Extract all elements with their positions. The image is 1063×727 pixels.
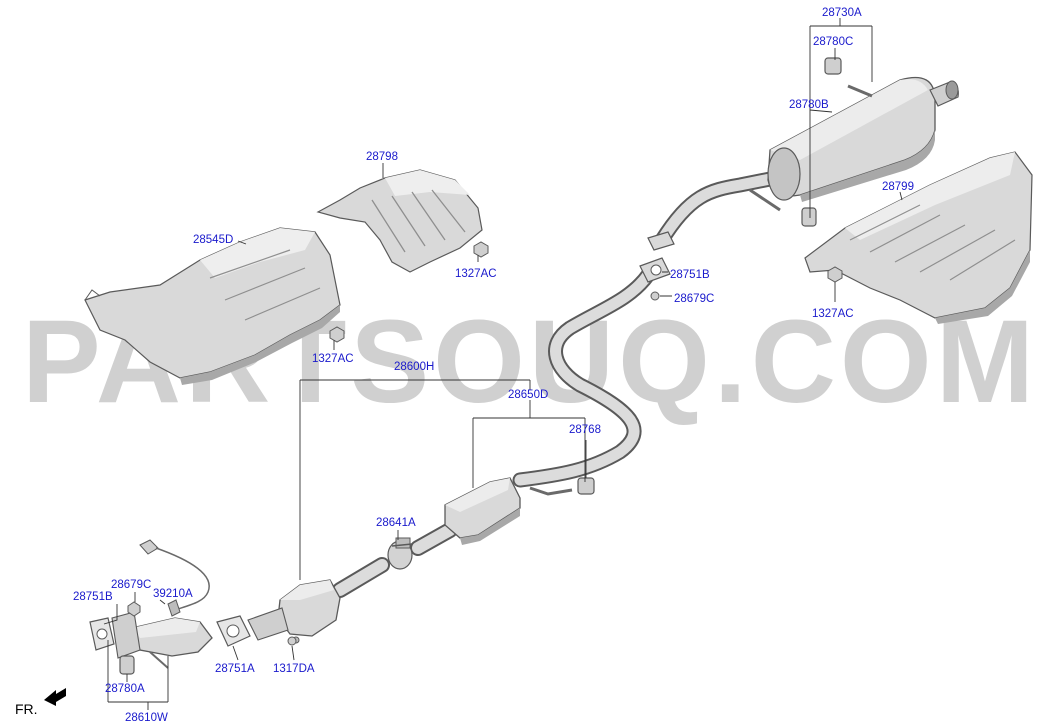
nut-1327AC-left[interactable] [329, 326, 345, 343]
label-28780B-rear[interactable]: 28780B [789, 99, 829, 111]
leader-lines [103, 18, 903, 710]
label-28679C-front[interactable]: 28679C [111, 579, 151, 591]
label-28751A[interactable]: 28751A [215, 663, 255, 675]
rubber-hanger-28780A[interactable] [119, 655, 135, 675]
exhaust-pipe-assembly[interactable] [332, 167, 798, 598]
label-1327AC-upper[interactable]: 1327AC [455, 268, 497, 280]
label-28610W[interactable]: 28610W [125, 712, 168, 724]
front-catalytic-converter[interactable] [247, 579, 341, 644]
label-28650D[interactable]: 28650D [508, 389, 548, 401]
nut-1327AC-right[interactable] [827, 266, 843, 283]
gasket-28751B-front[interactable] [89, 617, 115, 651]
bolt-1317DA[interactable] [287, 636, 297, 646]
oxygen-sensor[interactable] [139, 539, 210, 617]
rubber-hanger-28768[interactable] [577, 477, 595, 495]
rubber-hanger-28780B[interactable] [801, 207, 817, 227]
pipe-clamp[interactable] [387, 537, 413, 570]
heat-shield-28798[interactable] [316, 169, 483, 273]
label-28545D[interactable]: 28545D [193, 234, 233, 246]
heat-shield-28799[interactable] [804, 151, 1033, 324]
label-28751B-front[interactable]: 28751B [73, 591, 113, 603]
nut-1327AC-upper[interactable] [473, 241, 489, 258]
rear-muffler[interactable] [767, 76, 959, 203]
label-1317DA[interactable]: 1317DA [273, 663, 315, 675]
part-labels: 28730A 28780C 28780B 28799 28798 28545D … [73, 7, 914, 724]
flange-gasket-upper[interactable] [639, 231, 675, 283]
rubber-hanger-28780C[interactable] [824, 57, 842, 75]
front-pipe-assembly[interactable] [111, 611, 213, 669]
label-28679C-upper[interactable]: 28679C [674, 293, 714, 305]
label-28798[interactable]: 28798 [366, 151, 398, 163]
front-label: FR. [15, 701, 38, 717]
label-1327AC-right[interactable]: 1327AC [812, 308, 854, 320]
label-28730A[interactable]: 28730A [822, 7, 862, 19]
label-1327AC-left[interactable]: 1327AC [312, 353, 354, 365]
nut-upper[interactable] [650, 291, 660, 301]
label-28799[interactable]: 28799 [882, 181, 914, 193]
front-arrow-icon [44, 688, 66, 706]
label-28641A[interactable]: 28641A [376, 517, 416, 529]
label-28751B-upper[interactable]: 28751B [670, 269, 710, 281]
gasket-28751A[interactable] [216, 615, 251, 647]
label-39210A[interactable]: 39210A [153, 588, 193, 600]
label-28768[interactable]: 28768 [569, 424, 601, 436]
front-direction-indicator: FR. [15, 688, 66, 717]
heat-shield-28545D[interactable] [84, 227, 341, 385]
nut-28679C-front[interactable] [127, 601, 141, 617]
label-28780A[interactable]: 28780A [105, 683, 145, 695]
label-28780C[interactable]: 28780C [813, 36, 853, 48]
center-muffler[interactable] [444, 477, 573, 545]
label-28600H[interactable]: 28600H [394, 361, 434, 373]
